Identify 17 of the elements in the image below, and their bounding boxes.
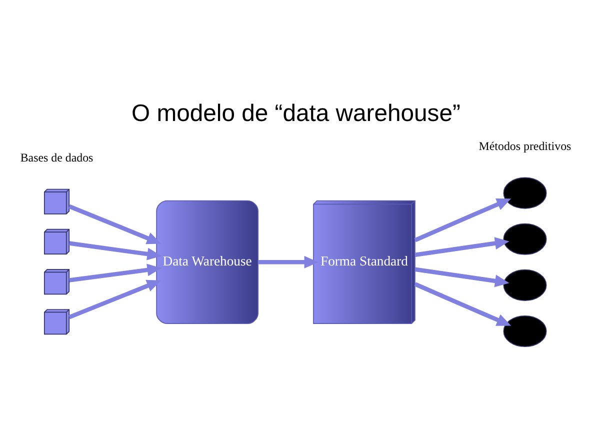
arrow: [68, 279, 162, 319]
node-ellipse: [503, 314, 547, 347]
arrow: [414, 266, 510, 287]
arrow: [68, 204, 162, 244]
arrow: [258, 255, 319, 268]
node-ellipse: [503, 268, 547, 300]
arrow: [414, 282, 512, 326]
diagram-title: O modelo de “data warehouse”: [132, 99, 460, 126]
arrow: [414, 198, 512, 242]
node-box: Data Warehouse: [156, 200, 258, 324]
label: Métodos preditivos: [478, 138, 572, 153]
arrow: [69, 263, 162, 282]
node-ellipse: [503, 222, 547, 254]
arrow: [69, 240, 162, 260]
arrow: [414, 236, 510, 257]
label: Bases de dados: [20, 150, 94, 164]
node-ellipse: [503, 176, 547, 208]
